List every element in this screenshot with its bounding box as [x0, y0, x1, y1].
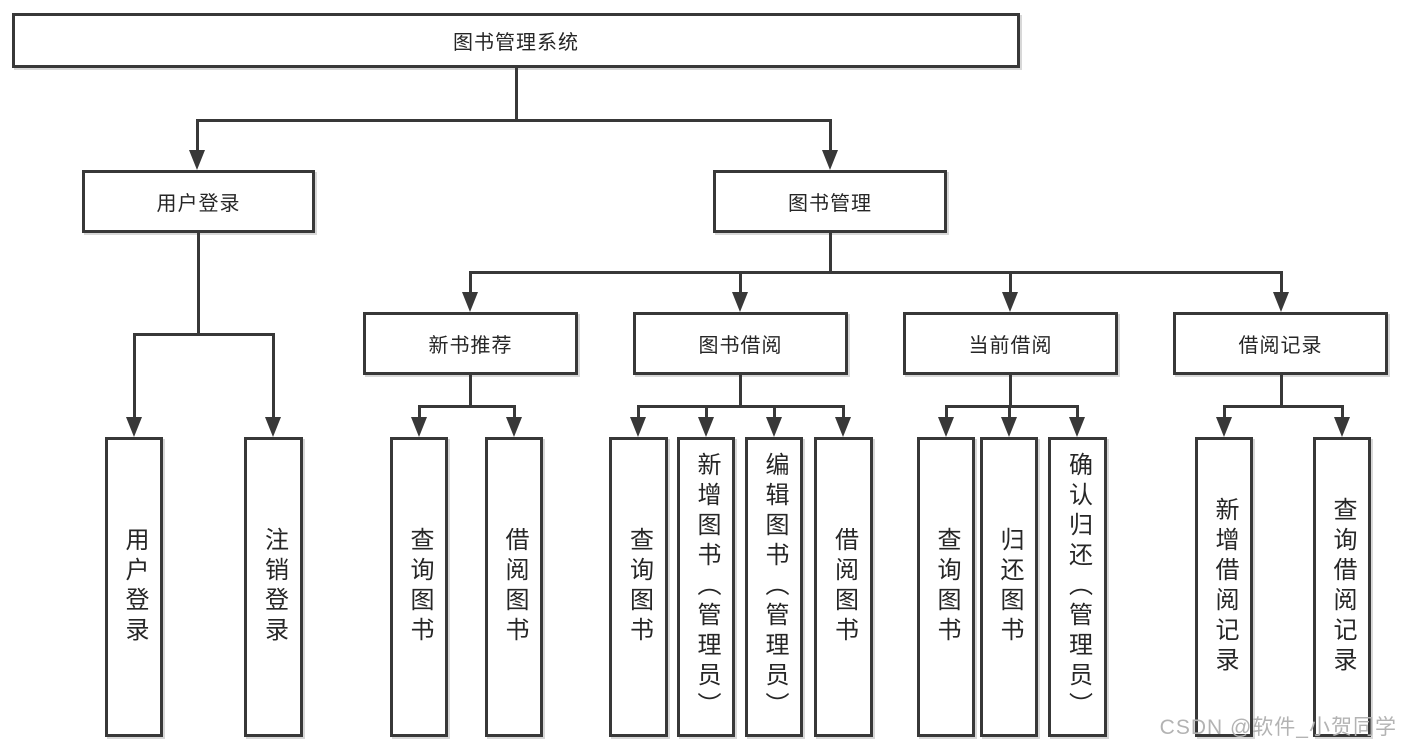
connector-line [513, 405, 516, 419]
connector-arrow [835, 417, 851, 437]
watermark-text: CSDN @软件_小贺同学 [1159, 716, 1397, 739]
connector-line [638, 405, 844, 408]
leaf-cb-return-books: 归还图书 [980, 437, 1038, 737]
connector-arrow [1069, 417, 1085, 437]
node-user-login-label: 用户登录 [156, 193, 241, 215]
connector-line [469, 271, 472, 294]
leaf-nbr-query-books: 查询图书 [390, 437, 448, 737]
leaf-bb-borrow-books: 借阅图书 [814, 437, 873, 737]
leaf-cb-confirm-return-admin-label: 确认归还（管理员） [1064, 452, 1092, 722]
leaf-br-add-record: 新增借阅记录 [1195, 437, 1253, 737]
leaf-cb-return-books-label: 归还图书 [996, 527, 1023, 647]
leaf-cb-query-books: 查询图书 [917, 437, 975, 737]
connector-arrow [822, 150, 838, 170]
connector-line [773, 405, 776, 419]
leaf-br-query-record: 查询借阅记录 [1313, 437, 1371, 737]
connector-arrow [265, 417, 281, 437]
connector-line [945, 405, 948, 419]
node-new-book-recommend-label: 新书推荐 [428, 335, 513, 357]
connector-line [470, 271, 1282, 274]
connector-arrow [698, 417, 714, 437]
connector-arrow [506, 417, 522, 437]
connector-line [197, 119, 830, 122]
connector-arrow [766, 417, 782, 437]
connector-arrow [126, 417, 142, 437]
connector-arrow [1273, 292, 1289, 312]
connector-line [637, 405, 640, 419]
connector-line [1224, 405, 1343, 408]
leaf-bb-query-books-label: 查询图书 [625, 527, 653, 647]
connector-line [133, 333, 136, 419]
connector-line [197, 233, 200, 335]
connector-line [1009, 375, 1012, 407]
connector-arrow [732, 292, 748, 312]
connector-arrow [630, 417, 646, 437]
connector-arrow [1001, 417, 1017, 437]
node-root-label: 图书管理系统 [453, 32, 579, 54]
connector-line [1009, 271, 1012, 294]
connector-line [739, 271, 742, 294]
connector-line [1223, 405, 1226, 419]
connector-line [705, 405, 708, 419]
connector-line [1341, 405, 1344, 419]
node-book-borrowing: 图书借阅 [633, 312, 848, 375]
node-book-management-label: 图书管理 [788, 193, 872, 215]
leaf-bb-edit-books-admin-label: 编辑图书（管理员） [761, 452, 788, 722]
connector-line [196, 119, 199, 153]
connector-line [739, 375, 742, 407]
leaf-user-login: 用户登录 [105, 437, 163, 737]
connector-line [419, 405, 515, 408]
leaf-bb-query-books: 查询图书 [609, 437, 668, 737]
leaf-nbr-query-books-label: 查询图书 [406, 527, 433, 647]
connector-line [1280, 271, 1283, 294]
connector-arrow [462, 292, 478, 312]
node-book-borrowing-label: 图书借阅 [698, 335, 783, 357]
node-user-login: 用户登录 [82, 170, 315, 233]
connector-line [842, 405, 845, 419]
connector-line [418, 405, 421, 419]
leaf-logout: 注销登录 [244, 437, 303, 737]
connector-line [1076, 405, 1079, 419]
leaf-cb-confirm-return-admin: 确认归还（管理员） [1048, 437, 1107, 737]
leaf-br-query-record-label: 查询借阅记录 [1329, 497, 1356, 677]
connector-arrow [1002, 292, 1018, 312]
node-borrowing-records-label: 借阅记录 [1238, 335, 1323, 357]
connector-arrow [189, 150, 205, 170]
connector-line [946, 405, 1078, 408]
connector-arrow [411, 417, 427, 437]
leaf-logout-label: 注销登录 [260, 527, 288, 647]
leaf-bb-edit-books-admin: 编辑图书（管理员） [745, 437, 803, 737]
connector-line [515, 68, 518, 120]
connector-arrow [938, 417, 954, 437]
connector-line [134, 333, 274, 336]
connector-arrow [1334, 417, 1350, 437]
node-borrowing-records: 借阅记录 [1173, 312, 1388, 375]
node-current-borrowing-label: 当前借阅 [968, 335, 1053, 357]
connector-line [272, 333, 275, 419]
leaf-bb-add-books-admin: 新增图书（管理员） [677, 437, 735, 737]
connector-line [1280, 375, 1283, 407]
node-new-book-recommend: 新书推荐 [363, 312, 578, 375]
leaf-bb-add-books-admin-label: 新增图书（管理员） [693, 452, 720, 722]
connector-arrow [1216, 417, 1232, 437]
node-root: 图书管理系统 [12, 13, 1020, 68]
leaf-cb-query-books-label: 查询图书 [933, 527, 960, 647]
connector-line [1008, 405, 1011, 419]
node-current-borrowing: 当前借阅 [903, 312, 1118, 375]
leaf-br-add-record-label: 新增借阅记录 [1211, 497, 1238, 677]
connector-line [829, 233, 832, 273]
leaf-nbr-borrow-books: 借阅图书 [485, 437, 543, 737]
connector-line [469, 375, 472, 407]
leaf-bb-borrow-books-label: 借阅图书 [830, 527, 858, 647]
leaf-user-login-label: 用户登录 [121, 527, 148, 647]
connector-line [829, 119, 832, 153]
node-book-management: 图书管理 [713, 170, 947, 233]
leaf-nbr-borrow-books-label: 借阅图书 [501, 527, 528, 647]
